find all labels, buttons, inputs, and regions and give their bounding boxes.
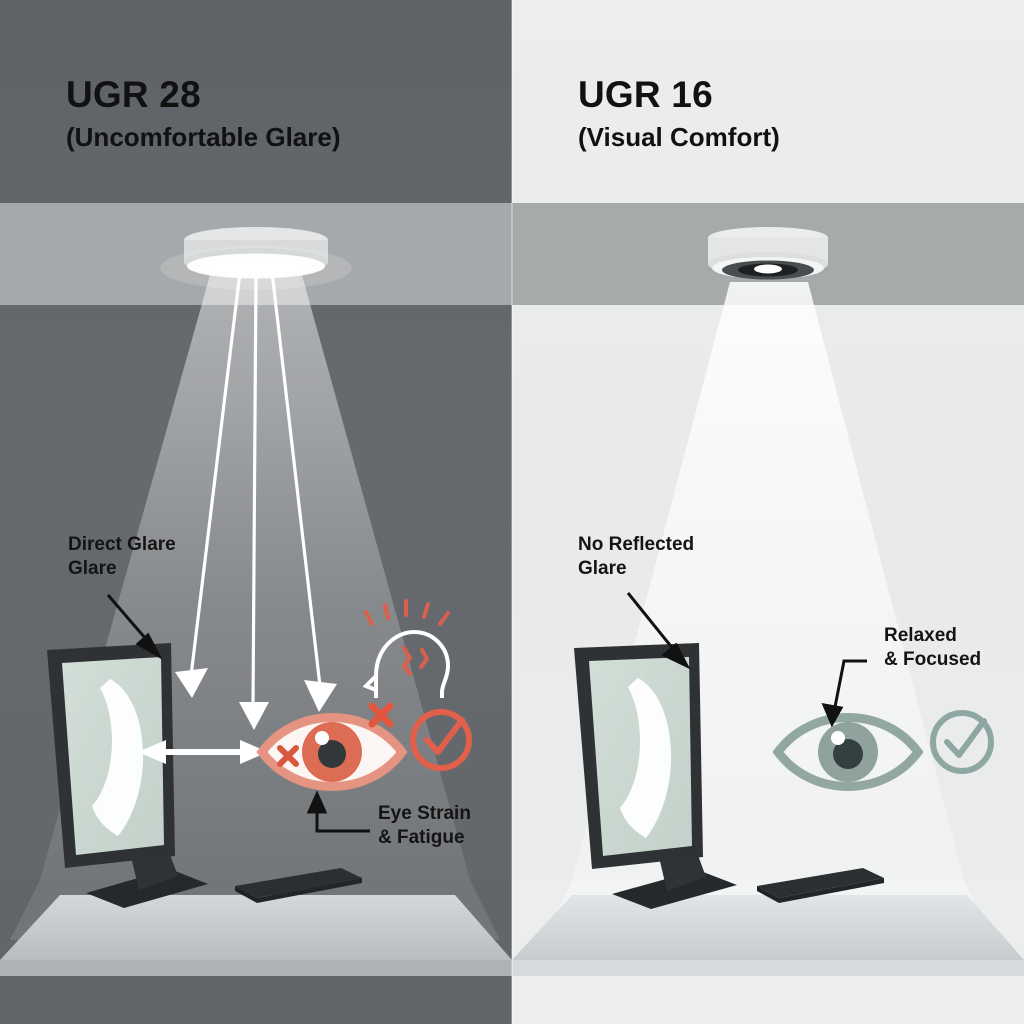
annotation-direct-glare: Direct Glare Glare <box>68 533 176 582</box>
monitor-stand-base-left <box>86 869 208 908</box>
scene-right <box>512 227 1024 976</box>
direct-glare-leader-left <box>106 594 163 660</box>
panel-right-title: UGR 16 <box>578 74 713 115</box>
headache-head-icon <box>362 599 451 698</box>
calm-eye-icon <box>772 713 924 791</box>
keyboard-left <box>235 868 362 903</box>
screen-reflection-right <box>620 678 672 838</box>
panel-left-subtitle: (Uncomfortable Glare) <box>66 122 341 152</box>
glare-rays-left <box>189 271 322 707</box>
desk-surface-right <box>512 895 1024 960</box>
x-mark-icon <box>368 702 394 728</box>
annotation-eye-strain-line1: Eye Strain <box>378 803 471 824</box>
eye-strain-leader-left <box>306 790 370 833</box>
relaxed-focused-leader-right <box>821 659 867 728</box>
luminaire-left <box>184 227 328 279</box>
glare-ray-1 <box>189 271 242 677</box>
panel-ugr-28: UGR 28 (Uncomfortable Glare) Direct Glar… <box>0 0 512 1024</box>
monitor-right <box>574 643 737 909</box>
annotation-eye-strain: Eye Strain & Fatigue <box>378 802 471 851</box>
glare-ray-arrowheads-left <box>175 668 337 730</box>
annotation-relaxed-focused-line1: Relaxed <box>884 625 957 646</box>
check-circle-icon-right <box>930 710 994 774</box>
annotation-no-reflected-glare-line1: No Reflected <box>578 534 695 555</box>
annotation-relaxed-focused: Relaxed & Focused <box>884 624 981 673</box>
keyboard-right <box>757 868 884 903</box>
desk-surface-left <box>0 895 512 960</box>
irritated-eye-icon <box>256 713 408 791</box>
header-right: UGR 16 (Visual Comfort) <box>578 76 780 150</box>
panel-right-subtitle: (Visual Comfort) <box>578 122 780 152</box>
monitor-left <box>47 643 208 908</box>
panel-ugr-16: UGR 16 (Visual Comfort) No Reflected Gla… <box>512 0 1024 1024</box>
reflected-glare-arrow-left <box>138 740 268 764</box>
scene-left <box>0 227 512 976</box>
check-circle-icon-left <box>410 709 472 771</box>
glare-ray-2 <box>251 271 258 707</box>
annotation-direct-glare-line1: Direct Glare <box>68 534 176 555</box>
annotation-direct-glare-line2: Glare <box>68 558 117 580</box>
header-left: UGR 28 (Uncomfortable Glare) <box>66 76 341 150</box>
annotation-eye-strain-line2: & Fatigue <box>378 827 465 849</box>
panel-left-title: UGR 28 <box>66 74 201 115</box>
luminaire-right <box>708 227 828 280</box>
screen-reflection-left <box>92 679 144 836</box>
panel-divider <box>511 0 513 1024</box>
eye-x-mark-icon <box>277 745 299 767</box>
luminaire-emitter-right <box>754 264 782 274</box>
annotation-no-reflected-glare: No Reflected Glare <box>578 533 694 582</box>
desk-edge-right <box>512 960 1024 976</box>
glare-ray-3 <box>270 271 322 687</box>
annotation-relaxed-focused-line2: & Focused <box>884 649 982 671</box>
monitor-stand-base-right <box>612 870 737 909</box>
desk-edge-left <box>0 960 512 976</box>
annotation-no-reflected-glare-line2: Glare <box>578 558 627 580</box>
no-reflected-glare-leader-right <box>626 592 691 670</box>
